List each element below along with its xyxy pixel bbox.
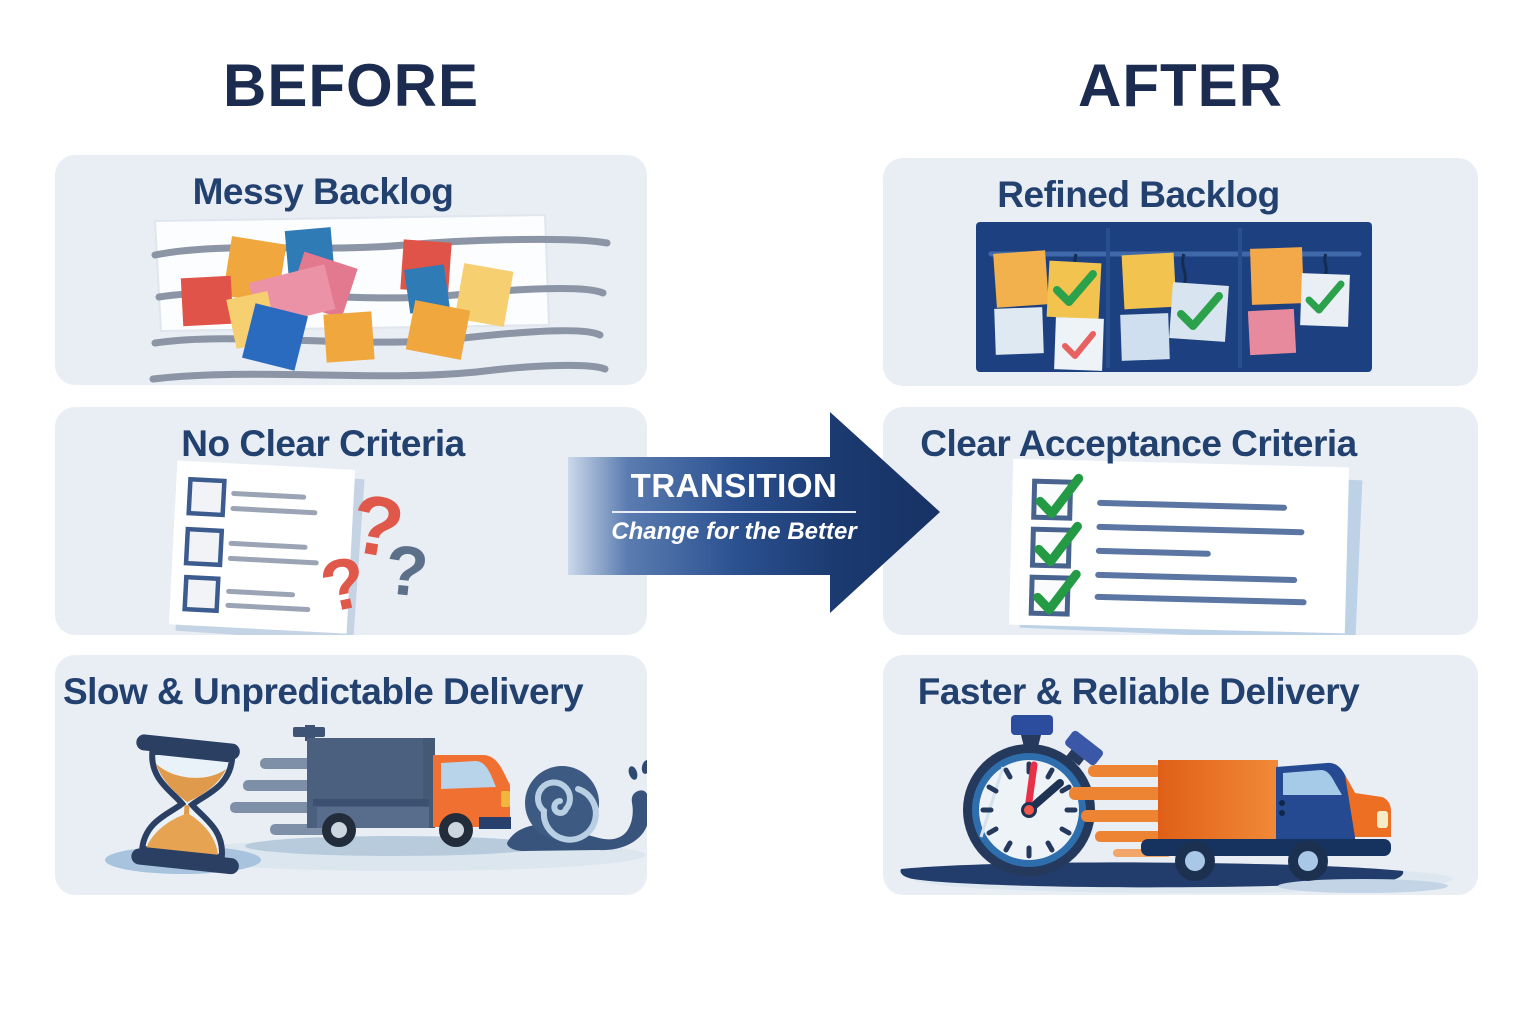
stopwatch-icon xyxy=(963,715,1103,876)
transition-subtitle: Change for the Better xyxy=(611,518,857,546)
card-no-clear-criteria: ? ? ? No Clear Criteria xyxy=(55,407,647,635)
sticky-note xyxy=(405,300,471,360)
card-title: Slow & Unpredictable Delivery xyxy=(62,671,584,712)
transition-divider xyxy=(612,511,856,514)
sticky-note xyxy=(1247,308,1297,356)
text-lines xyxy=(225,491,319,613)
sticky-note-checked xyxy=(1300,273,1350,327)
snail-icon xyxy=(507,760,647,851)
messy-backlog-illustration xyxy=(149,213,611,383)
card-title: Clear Acceptance Criteria xyxy=(920,423,1357,464)
sticky-note-checked xyxy=(1054,317,1104,371)
delivery-truck-icon xyxy=(293,725,511,847)
card-clear-criteria: Clear Acceptance Criteria xyxy=(883,407,1478,635)
card-title: No Clear Criteria xyxy=(181,423,465,464)
card-refined-backlog: Refined Backlog xyxy=(883,158,1478,386)
delivery-truck-icon xyxy=(1141,760,1391,881)
kanban-board-icon xyxy=(976,222,1372,372)
card-title: Messy Backlog xyxy=(192,171,454,212)
fast-delivery-illustration xyxy=(900,715,1453,893)
sticky-note-checked xyxy=(1046,260,1102,320)
transition-arrow-text: TRANSITION Change for the Better xyxy=(608,467,860,546)
sticky-note xyxy=(242,303,308,371)
after-header: AFTER xyxy=(1078,52,1283,119)
sticky-note xyxy=(1121,252,1177,310)
sticky-note xyxy=(180,275,234,327)
hourglass-icon xyxy=(131,734,240,875)
truck-shadow xyxy=(245,836,545,856)
empty-checkbox xyxy=(182,476,227,614)
checklist-paper-icon xyxy=(168,460,356,634)
sticky-notes-cluster xyxy=(180,227,514,371)
card-messy-backlog: Messy Backlog xyxy=(55,155,647,385)
speed-lines xyxy=(1069,765,1171,857)
green-check-icon xyxy=(1033,473,1084,615)
checklist-paper-icon xyxy=(1008,458,1350,634)
question-mark-icon: ? xyxy=(381,530,432,612)
no-criteria-illustration: ? ? ? xyxy=(168,460,432,635)
sticky-note xyxy=(1250,247,1304,305)
clock-ticks xyxy=(980,761,1078,859)
puddle xyxy=(1278,879,1448,893)
card-title: Faster & Reliable Delivery xyxy=(917,671,1360,712)
before-header: BEFORE xyxy=(222,52,480,119)
sticky-note xyxy=(323,311,375,363)
card-slow-delivery: Slow & Unpredictable Delivery xyxy=(55,655,647,895)
transition-title: TRANSITION xyxy=(630,467,838,504)
card-title: Refined Backlog xyxy=(997,174,1280,215)
sticky-note xyxy=(994,307,1044,355)
slow-delivery-illustration xyxy=(105,725,647,875)
checked-checkbox xyxy=(1028,478,1074,617)
card-fast-delivery: Faster & Reliable Delivery xyxy=(883,655,1478,895)
sticky-note xyxy=(1120,313,1170,361)
sticky-note-checked xyxy=(1169,282,1229,342)
clear-criteria-illustration xyxy=(1008,458,1363,635)
text-lines xyxy=(1094,499,1307,606)
sticky-note xyxy=(993,250,1049,308)
refined-backlog-illustration xyxy=(976,222,1372,372)
